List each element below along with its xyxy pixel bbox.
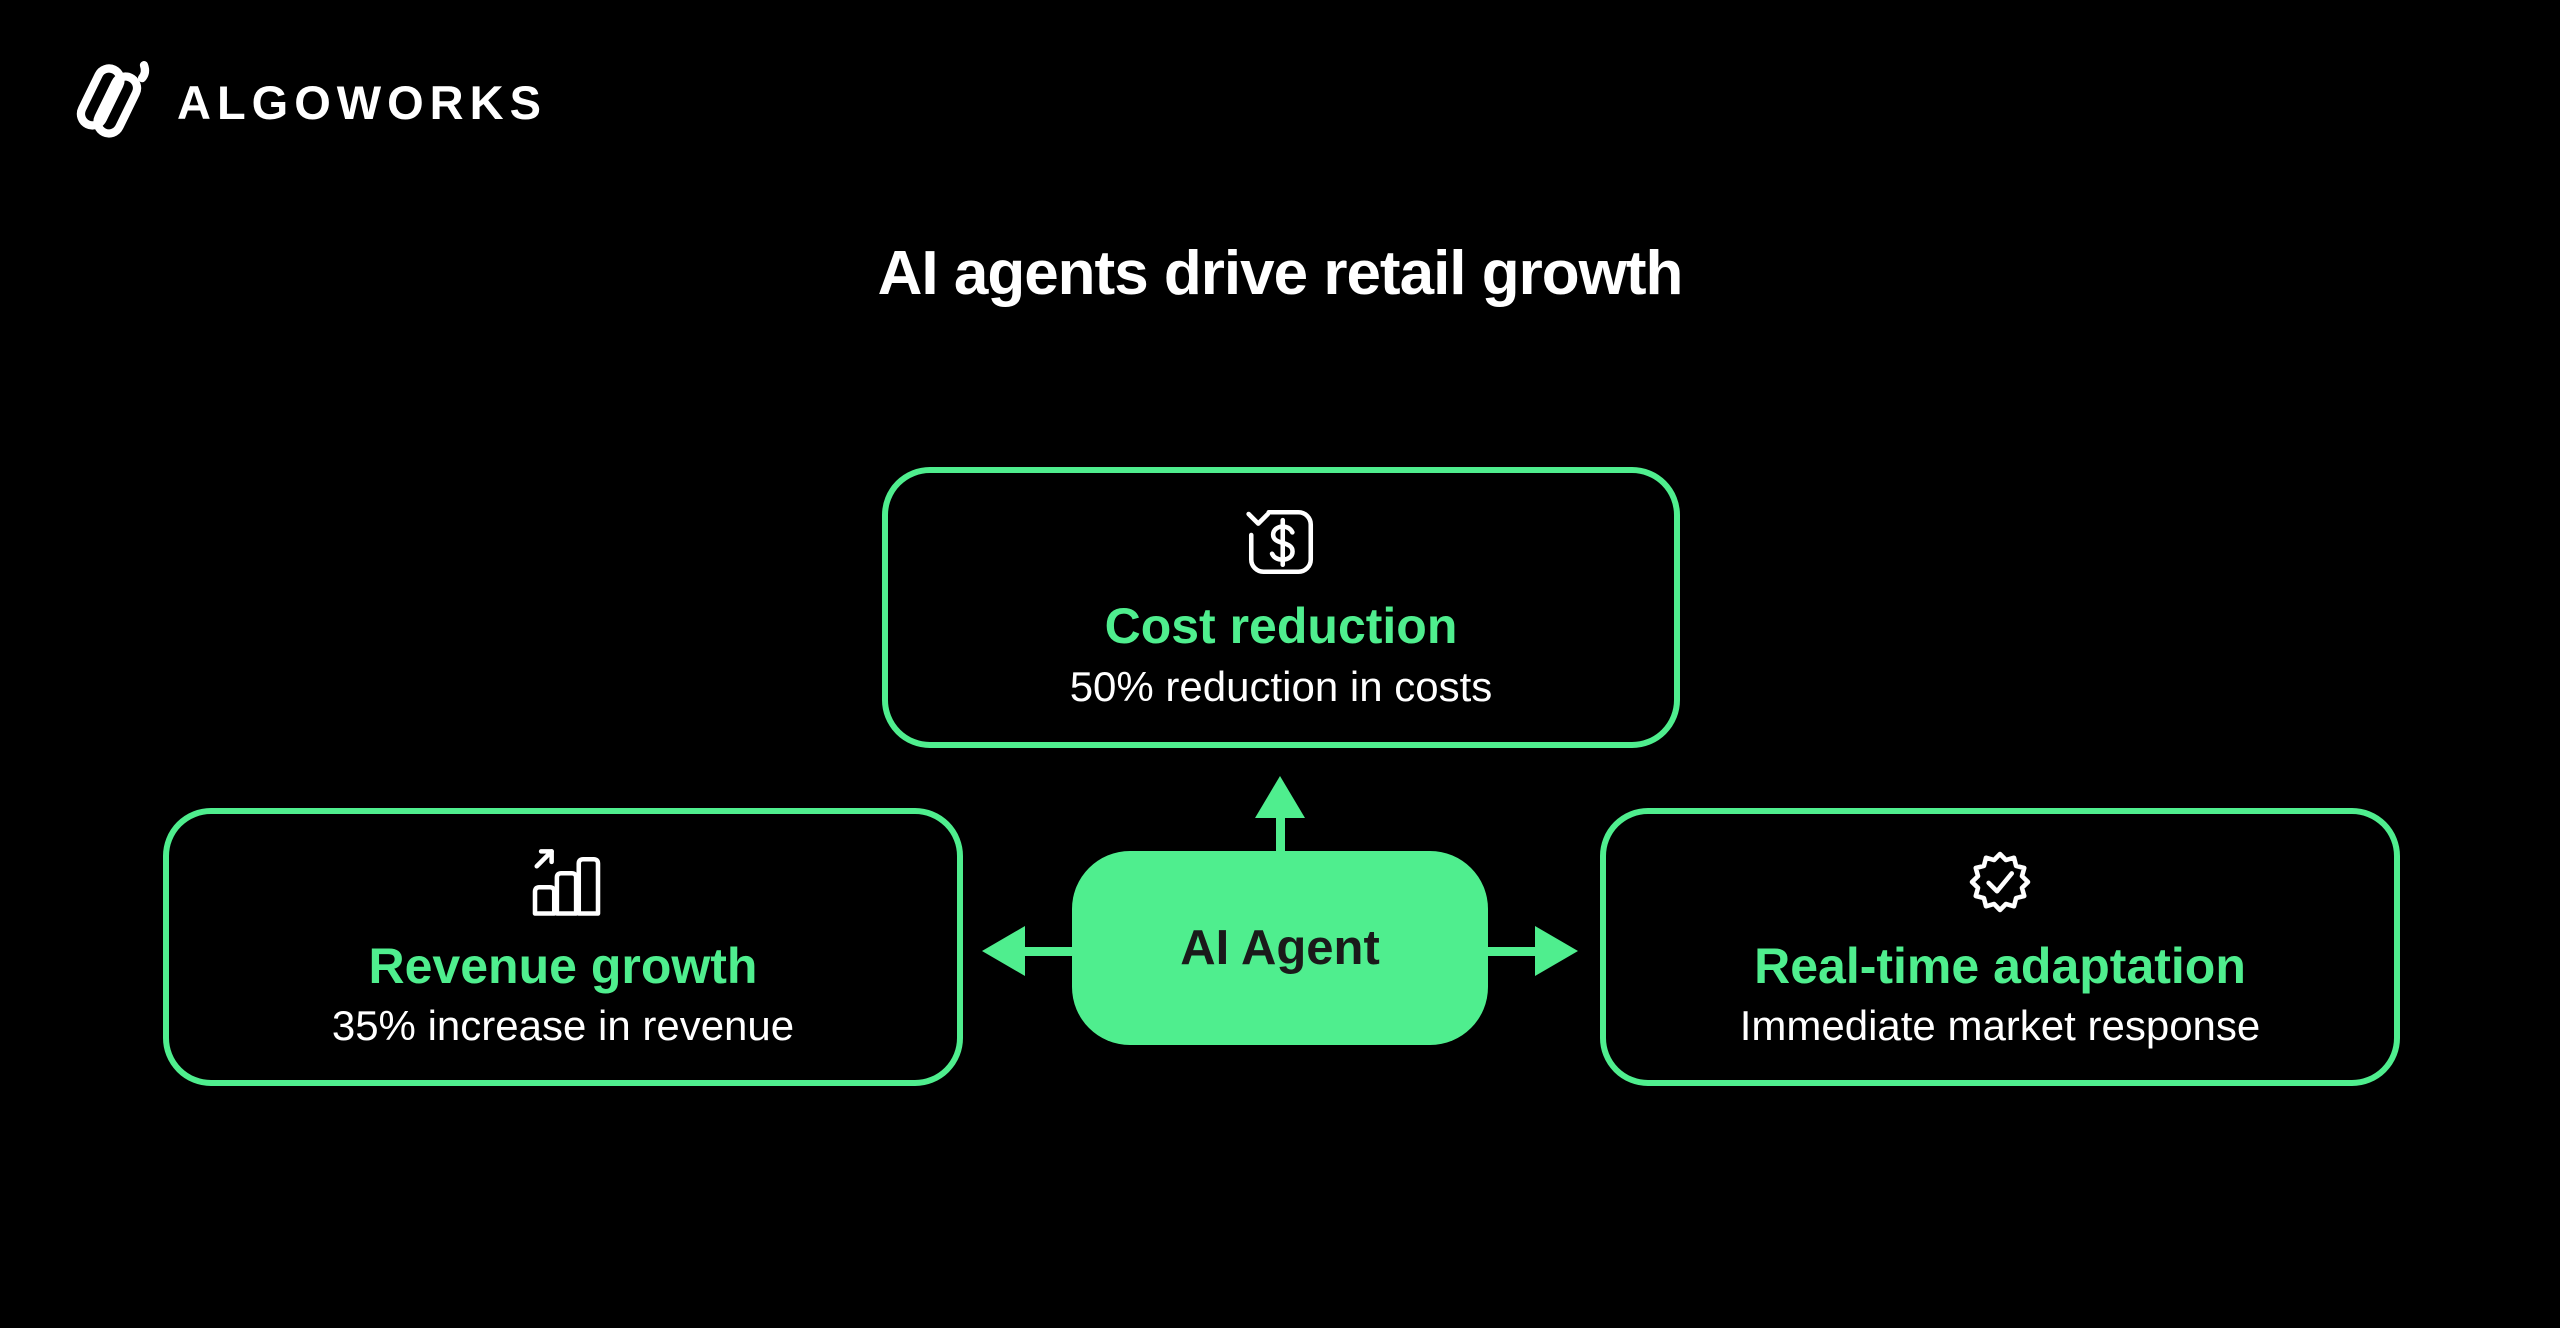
node-real-time-adaptation: Real-time adaptation Immediate market re…	[1600, 808, 2400, 1086]
brand-name: ALGOWORKS	[177, 75, 547, 129]
node-heading: Revenue growth	[368, 937, 758, 994]
node-revenue-growth: Revenue growth 35% increase in revenue	[163, 808, 963, 1086]
algoworks-logo-icon	[63, 54, 155, 150]
node-cost-reduction: Cost reduction 50% reduction in costs	[882, 467, 1680, 748]
arrow-right-head	[1535, 926, 1578, 976]
bar-chart-growth-icon	[521, 840, 605, 924]
node-heading: Real-time adaptation	[1754, 937, 2246, 994]
page-title: AI agents drive retail growth	[877, 239, 1684, 308]
money-transaction-icon	[1239, 500, 1323, 584]
node-detail: 35% increase in revenue	[331, 1002, 795, 1050]
arrow-right-shaft	[1488, 946, 1537, 956]
verified-badge-icon	[1958, 840, 2042, 924]
arrow-up-shaft	[1275, 816, 1285, 854]
arrow-left-icon	[982, 926, 1072, 976]
node-detail: Immediate market response	[1739, 1002, 2261, 1050]
ai-agent-label: AI Agent	[1180, 921, 1380, 975]
node-detail: 50% reduction in costs	[1069, 662, 1493, 710]
arrow-left-head	[982, 926, 1025, 976]
ai-agent-node: AI Agent	[1072, 851, 1488, 1045]
arrow-up-icon	[1255, 776, 1305, 854]
arrow-up-head	[1255, 776, 1305, 818]
arrow-right-icon	[1488, 926, 1578, 976]
node-heading: Cost reduction	[1104, 598, 1458, 655]
brand-logo: ALGOWORKS	[63, 54, 547, 150]
arrow-left-shaft	[1023, 946, 1072, 956]
